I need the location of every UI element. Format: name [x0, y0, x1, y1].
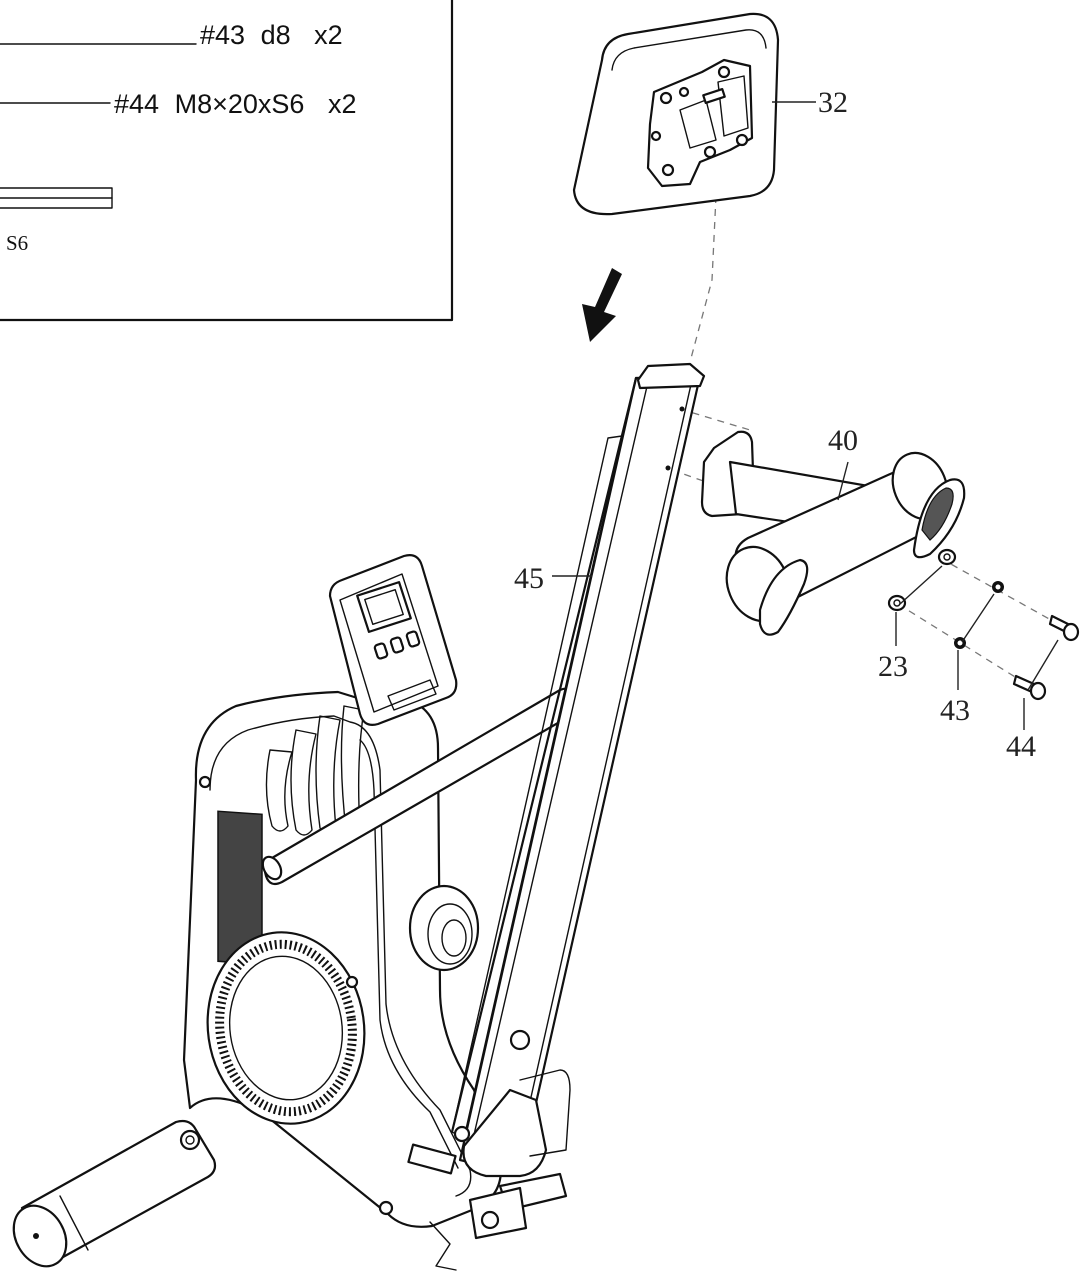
flywheel-cover	[206, 931, 366, 1125]
rower-frame	[12, 690, 502, 1268]
console-button-3	[405, 630, 421, 648]
callout-44: 44	[1006, 730, 1036, 763]
hardware-parts	[887, 548, 1080, 701]
callout-45: 45	[514, 562, 544, 595]
callout-32: 32	[818, 86, 848, 119]
seat	[572, 12, 780, 216]
washer-icon	[887, 548, 957, 612]
hardware-box: #43 d8 x2 #44 M8×20xS6 x2 S6	[0, 0, 454, 322]
callout-40: 40	[828, 424, 858, 457]
callout-leaders	[552, 101, 1059, 730]
monitor-console	[328, 554, 458, 726]
front-stabilizer	[12, 1119, 217, 1268]
footrest-bar	[700, 430, 966, 636]
hardware-item-bolt: #44 M8×20xS6 x2	[114, 89, 356, 119]
callout-23: 23	[878, 650, 908, 683]
console-button-1	[373, 642, 389, 660]
left-foot-pedal	[725, 545, 809, 636]
seat-mount-plate	[646, 58, 754, 188]
slide-rail	[429, 362, 706, 1271]
bolt-icon	[1012, 614, 1080, 701]
allen-key-icon	[0, 187, 113, 209]
right-foot-pedal	[891, 451, 966, 559]
tension-knob	[408, 884, 480, 972]
tool-size-label: S6	[6, 231, 28, 255]
spring-washer-icon	[954, 581, 1004, 649]
hardware-box-border	[0, 0, 454, 322]
insert-direction-arrow-icon	[582, 268, 622, 342]
hardware-item-washer: #43 d8 x2	[200, 20, 343, 50]
console-button-2	[389, 636, 405, 654]
callout-labels: 32 40 45 23 43 44	[514, 86, 1036, 763]
callout-43: 43	[940, 694, 970, 727]
